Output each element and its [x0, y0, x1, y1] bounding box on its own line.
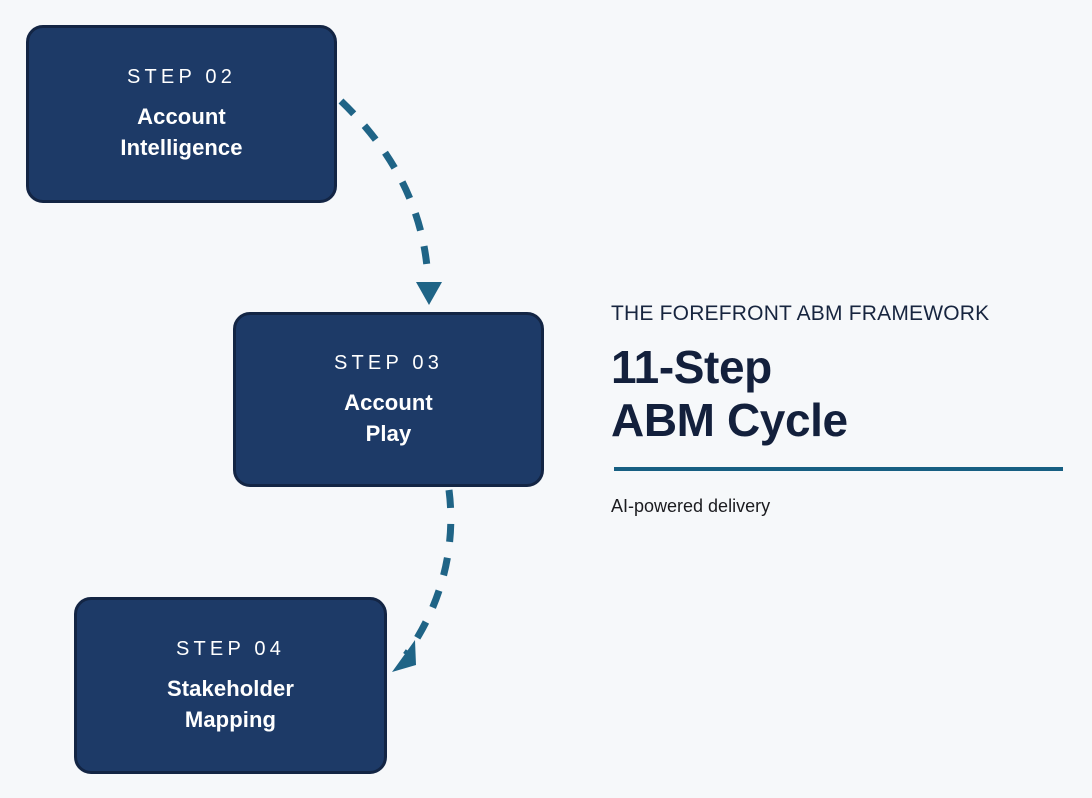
step-number-label: STEP 03: [333, 351, 444, 374]
step-title: Account Intelligence: [120, 101, 242, 163]
step-title-line-1: Stakeholder: [166, 675, 295, 701]
arrowhead-down-left-icon: [392, 640, 416, 672]
connector-step02-to-step03: [338, 98, 442, 305]
page-title: 11-Step ABM Cycle: [611, 341, 1066, 447]
title-divider: [614, 467, 1063, 472]
step-title-line-1: Account: [137, 104, 226, 129]
connector-line-1: [338, 98, 432, 280]
step-card-step-02[interactable]: STEP 02 Account Intelligence: [26, 25, 337, 203]
step-number-label: STEP 04: [175, 637, 286, 660]
page-title-line-2: ABM Cycle: [611, 394, 848, 447]
step-title-line-1: Account: [344, 389, 433, 415]
step-title-line-2: Intelligence: [120, 135, 243, 160]
step-title: Stakeholder Mapping: [167, 673, 294, 735]
step-title-line-2: Play: [365, 420, 412, 446]
info-panel: THE FOREFRONT ABM FRAMEWORK 11-Step ABM …: [611, 300, 1066, 519]
step-card-step-04[interactable]: STEP 04 Stakeholder Mapping: [74, 597, 387, 774]
arrowhead-down-icon: [416, 282, 442, 305]
step-number-label: STEP 02: [126, 66, 237, 88]
step-title-line-2: Mapping: [184, 706, 277, 732]
connector-step03-to-step04: [392, 489, 455, 672]
connector-line-2: [403, 489, 455, 658]
page-title-line-1: 11-Step: [611, 341, 772, 394]
subtitle: AI-powered delivery: [611, 496, 771, 517]
step-title: Account Play: [344, 387, 433, 449]
step-card-step-03[interactable]: STEP 03 Account Play: [233, 312, 544, 487]
framework-eyebrow: THE FOREFRONT ABM FRAMEWORK: [611, 302, 990, 325]
